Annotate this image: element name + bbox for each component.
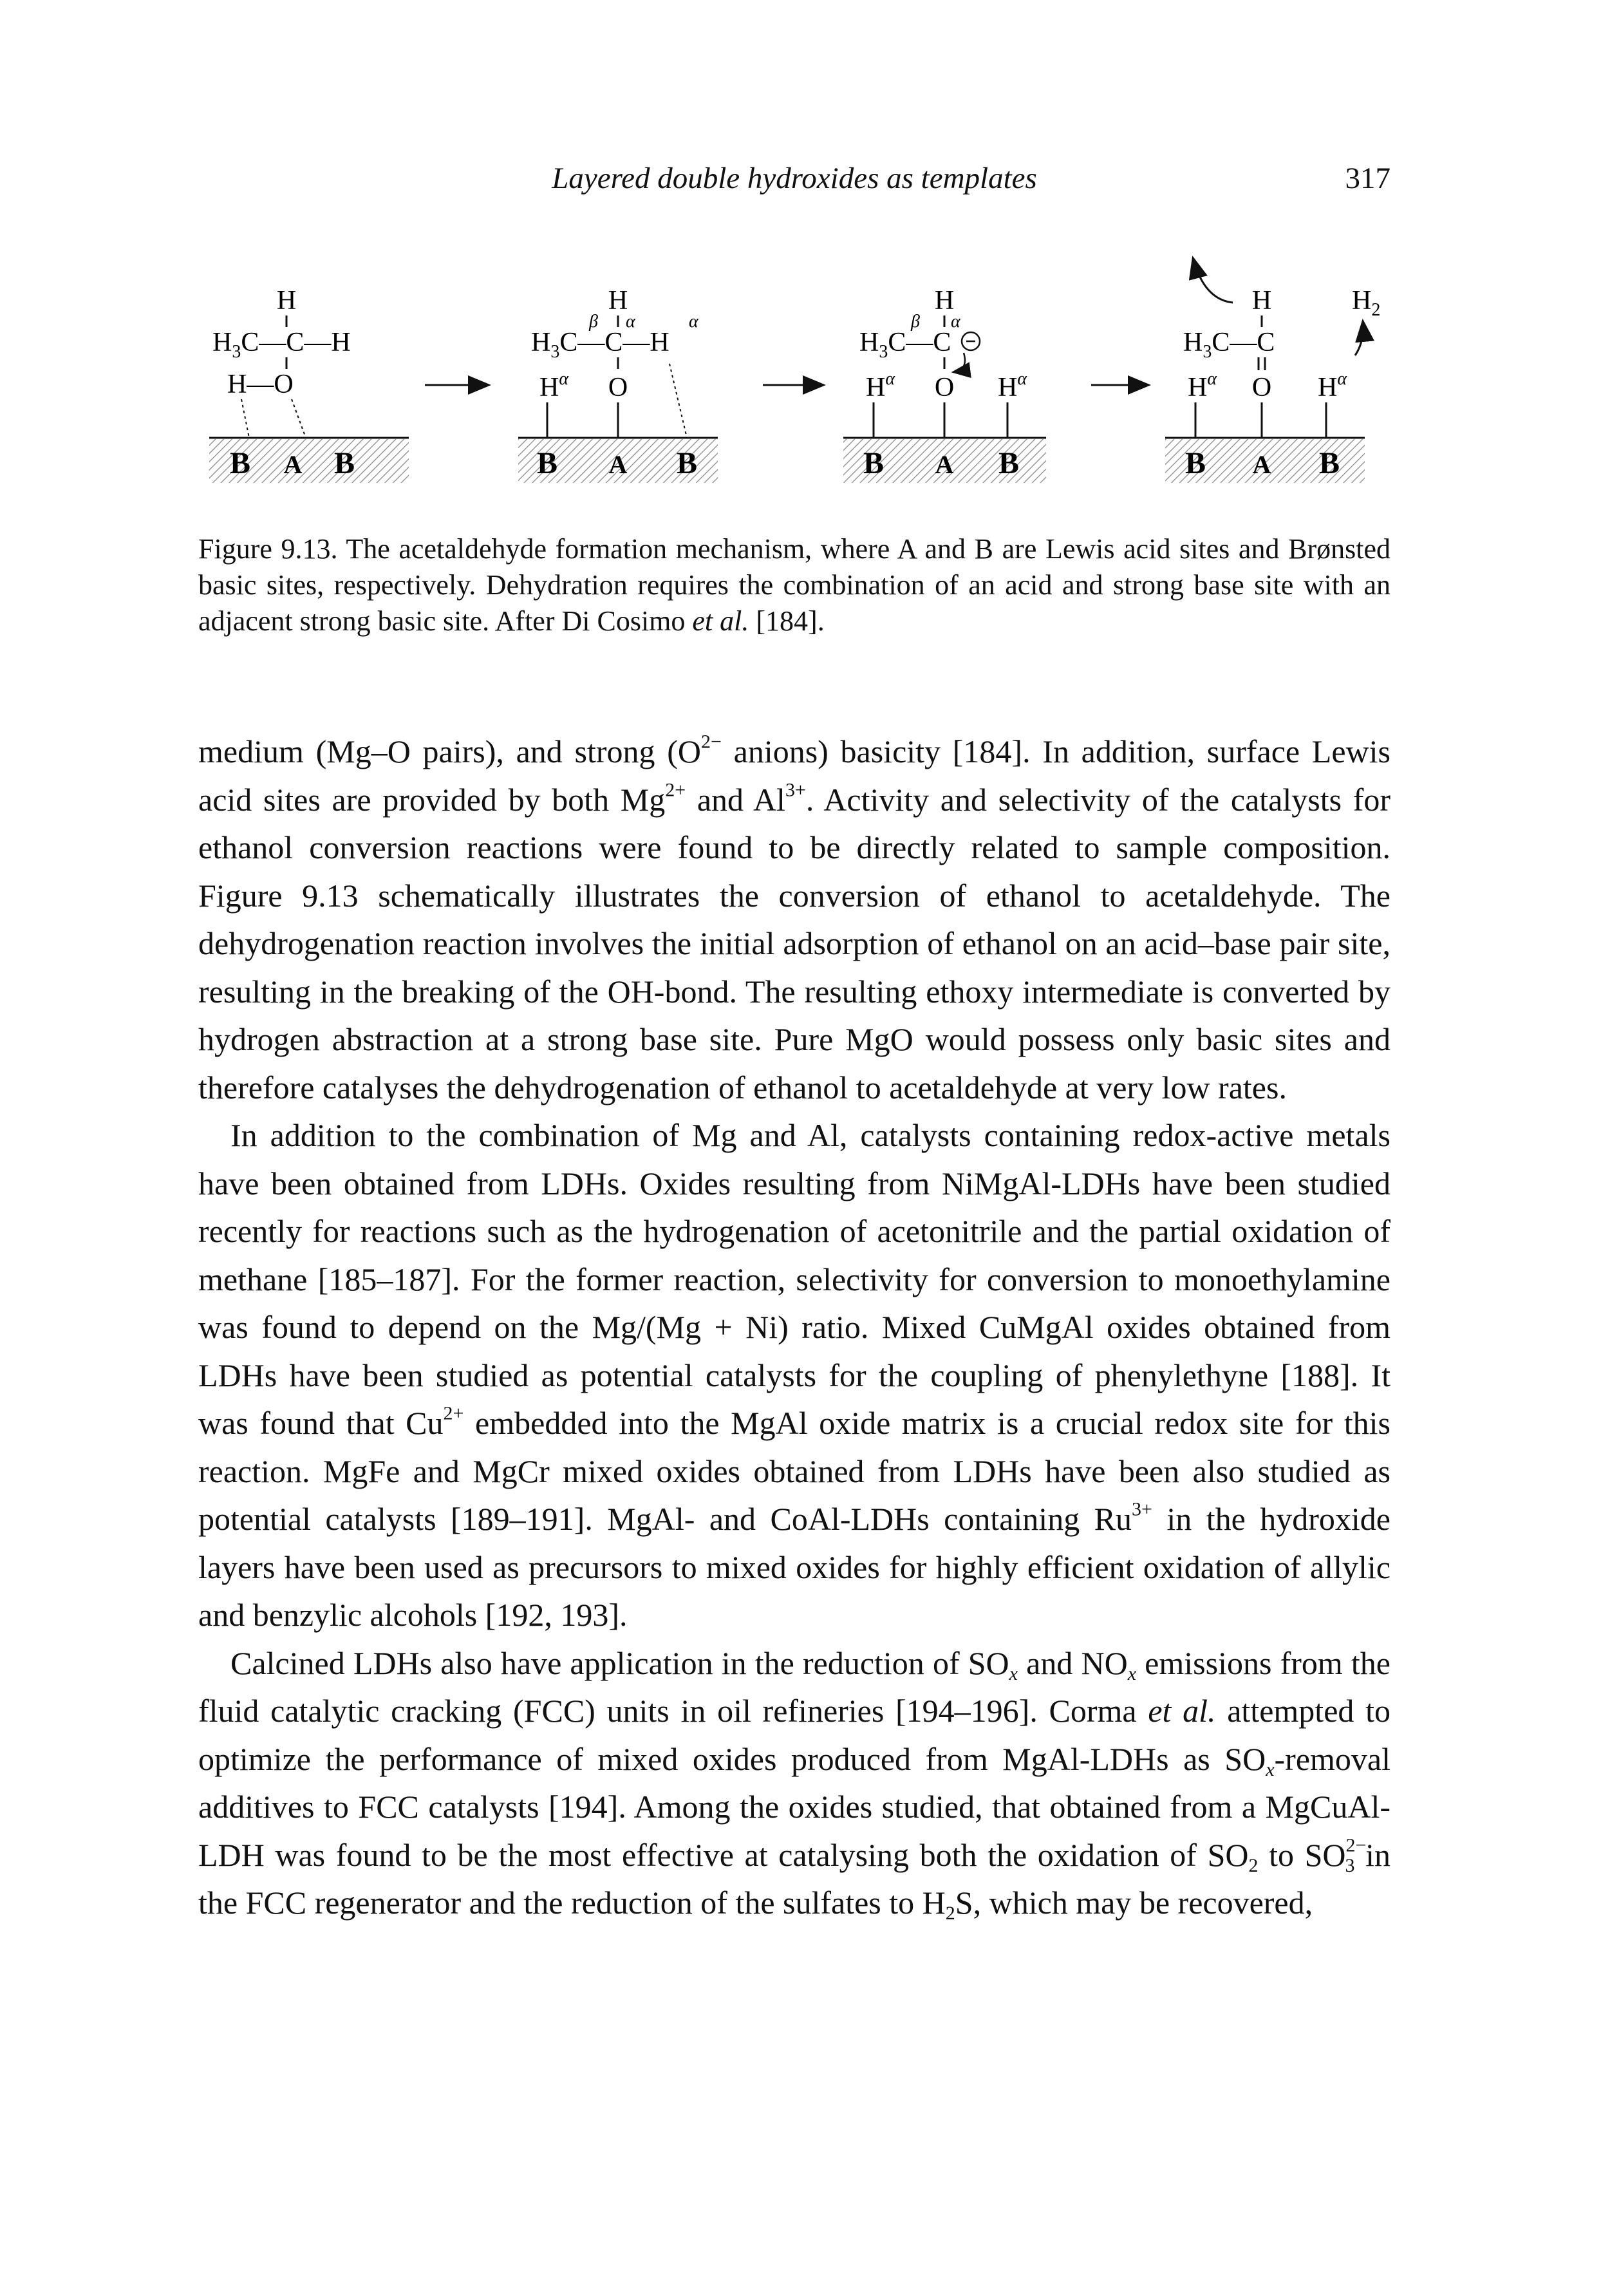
stage4-site-b1: B bbox=[1185, 446, 1206, 480]
body-text: medium (Mg–O pairs), and strong (O2− ani… bbox=[198, 728, 1390, 1927]
stage3-alpha: α bbox=[951, 312, 961, 332]
p1-text-1: medium (Mg–O pairs), and strong (O bbox=[198, 733, 701, 769]
stage4-bottom-o: O bbox=[1252, 373, 1271, 402]
page-header: Layered double hydroxides as templates 3… bbox=[198, 161, 1390, 206]
p2-text-1: In addition to the combination of Mg and… bbox=[198, 1117, 1390, 1441]
p3-text-7: in the FCC regenerator and the reduction… bbox=[198, 1836, 1390, 1921]
p3-sub-2: x bbox=[1127, 1662, 1137, 1684]
figure-caption: Figure 9.13. The acetaldehyde formation … bbox=[198, 531, 1390, 639]
stage2-bottom-o: O bbox=[608, 373, 628, 402]
p3-et-al: et al. bbox=[1148, 1693, 1216, 1729]
stage-4: H H2 H3C—C Hα O Hα B A B bbox=[1165, 256, 1380, 483]
stage3-top-h: H bbox=[935, 286, 954, 315]
stage2-top-h: H bbox=[608, 286, 628, 315]
caption-et-al: et al. bbox=[692, 605, 749, 637]
p1-sup-1: 2− bbox=[700, 731, 722, 753]
stage4-mid: H3C—C bbox=[1183, 328, 1275, 362]
stage3-carbanion-charge bbox=[960, 331, 981, 352]
stage4-site-b2: B bbox=[1319, 446, 1340, 480]
stage2-site-a: A bbox=[609, 450, 628, 479]
stage4-site-a: A bbox=[1253, 450, 1271, 479]
stage3-site-b1: B bbox=[863, 446, 884, 480]
stage4-bottom-h-right: Hα bbox=[1318, 369, 1347, 402]
figure-9-13: H H3C—C—H H—O B A B H β α α H3C—C—H Hα O bbox=[196, 245, 1394, 547]
stage2-bottom-h: Hα bbox=[539, 369, 569, 402]
stage1-bottom: H—O bbox=[227, 370, 294, 399]
stage2-mid: H3C—C—H bbox=[531, 328, 669, 362]
p3-sub-5: 2 bbox=[1248, 1854, 1259, 1876]
stage2-beta: β bbox=[588, 312, 598, 332]
stage-2: H β α α H3C—C—H Hα O B A B bbox=[518, 286, 718, 483]
p2-sup-1: 2+ bbox=[443, 1402, 464, 1424]
p3-text-6: to SO bbox=[1258, 1836, 1346, 1873]
stage3-bottom-o: O bbox=[935, 373, 954, 402]
stage2-alpha1: α bbox=[626, 312, 636, 332]
stage4-bottom-h-left: Hα bbox=[1188, 369, 1217, 402]
p2-sup-2: 3+ bbox=[1132, 1498, 1152, 1520]
p1-sup-2: 2+ bbox=[665, 779, 686, 800]
page-number: 317 bbox=[1345, 162, 1391, 195]
p2-text-3: in the hydroxide layers have been used a… bbox=[198, 1501, 1390, 1633]
p1-text-2: anions) basicity [184]. In addition, sur… bbox=[198, 733, 1390, 818]
p3-sub-4: x bbox=[1266, 1758, 1275, 1780]
stage1-site-b1: B bbox=[230, 446, 250, 480]
p3-text-5: -removal additives to FCC catalysts [194… bbox=[198, 1740, 1390, 1873]
paragraph-1: medium (Mg–O pairs), and strong (O2− ani… bbox=[198, 728, 1390, 1111]
paragraph-3: Calcined LDHs also have application in t… bbox=[198, 1639, 1390, 1927]
stage3-mid: H3C—C bbox=[859, 328, 951, 362]
stage1-top-h: H bbox=[277, 286, 296, 315]
stage3-beta: β bbox=[910, 312, 920, 332]
stage4-top-h: H bbox=[1252, 286, 1271, 315]
stage3-site-a: A bbox=[935, 450, 954, 479]
stage2-site-b2: B bbox=[677, 446, 697, 480]
desorption-arrow-h2 bbox=[1354, 319, 1375, 356]
stage1-site-b2: B bbox=[334, 446, 355, 480]
stage-1: H H3C—C—H H—O B A B bbox=[209, 286, 409, 483]
p3-sub-7: 2 bbox=[945, 1903, 955, 1924]
p3-text-2: and NO bbox=[1018, 1644, 1128, 1681]
paragraph-2: In addition to the combination of Mg and… bbox=[198, 1111, 1390, 1639]
p3-text-3: emissions from the fluid catalytic crack… bbox=[198, 1644, 1390, 1729]
stage3-bottom-h-right: Hα bbox=[998, 369, 1027, 402]
caption-label: Figure 9.13. bbox=[198, 533, 338, 565]
p1-text-3: and Al bbox=[686, 781, 785, 818]
p3-text-1: Calcined LDHs also have application in t… bbox=[230, 1644, 1009, 1681]
p3-sub-1: x bbox=[1009, 1662, 1018, 1684]
p3-sup-6: 2− bbox=[1345, 1834, 1367, 1856]
stage1-site-a: A bbox=[284, 450, 303, 479]
desorption-arrow-acetaldehyde bbox=[1188, 256, 1233, 304]
p3-text-4: attempted to optimize the performance of… bbox=[198, 1693, 1390, 1777]
p1-text-4: . Activity and selectivity of the cataly… bbox=[198, 781, 1391, 1106]
running-title: Layered double hydroxides as templates bbox=[552, 162, 1037, 195]
p3-text-8: S, which may be recovered, bbox=[955, 1885, 1313, 1921]
stage-3: H β α H3C—C Hα O Hα B A B bbox=[843, 286, 1046, 483]
p2-text-2: embedded into the MgAl oxide matrix is a… bbox=[198, 1405, 1390, 1537]
stage2-site-b1: B bbox=[537, 446, 557, 480]
p1-sup-3: 3+ bbox=[785, 779, 806, 800]
stage3-bottom-h-left: Hα bbox=[866, 369, 895, 402]
stage2-alpha2: α bbox=[689, 312, 699, 332]
caption-text-1: The acetaldehyde formation mechanism, wh… bbox=[198, 533, 1390, 637]
stage3-site-b2: B bbox=[998, 446, 1019, 480]
p3-sub-6: 3 bbox=[1345, 1854, 1355, 1876]
stage4-top-h2: H2 bbox=[1352, 286, 1380, 320]
stage1-mid: H3C—C—H bbox=[212, 328, 351, 362]
caption-text-2: [184]. bbox=[749, 605, 825, 637]
